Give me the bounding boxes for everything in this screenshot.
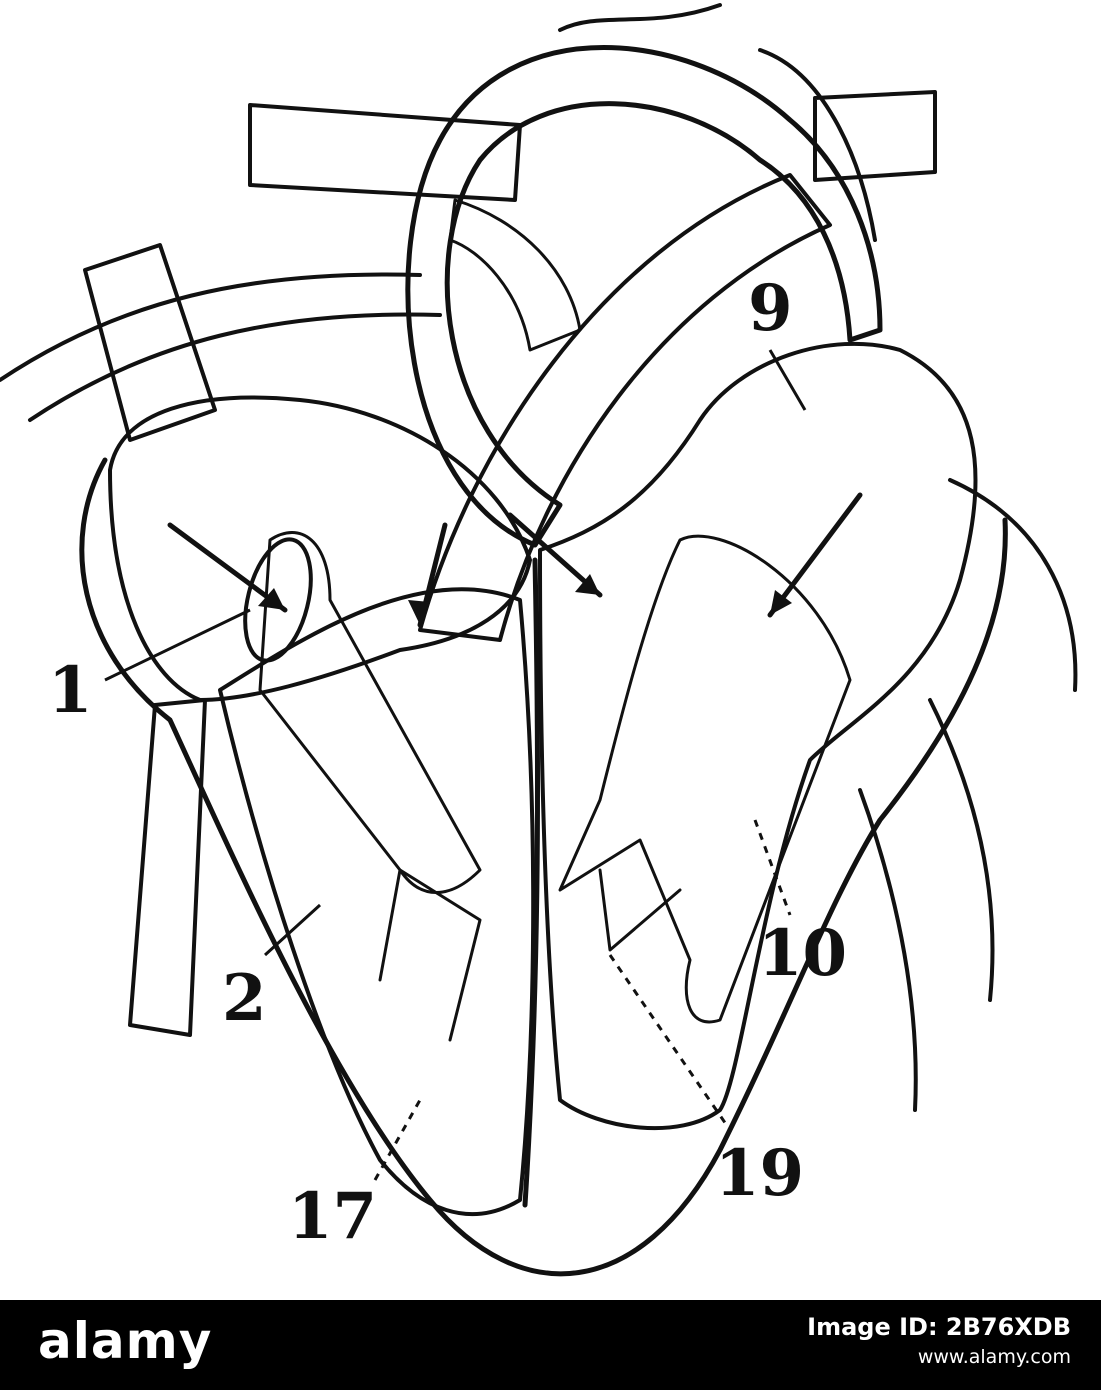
pericardium-right-1: [948, 478, 1078, 692]
aorta-top-line: [558, 3, 722, 32]
right-atrium: [108, 395, 532, 702]
pericardium-right-3: [858, 788, 918, 1112]
right-ventricle: [218, 587, 536, 1216]
pulmonary-branch-inner: [448, 198, 582, 352]
leader-1: [104, 608, 251, 682]
leader-10: [753, 819, 792, 916]
flow-arrow-aorta: [507, 512, 603, 598]
label-17: 17: [288, 1179, 377, 1254]
flow-arrow-left-atrium: [767, 492, 863, 618]
image-id-text: Image ID: 2B76XDB: [807, 1313, 1071, 1341]
left-heart-chamber: [538, 341, 978, 1131]
pulmonary-vessel-left: [248, 103, 522, 202]
superior-vena-cava: [83, 243, 217, 442]
pericardium-right-2: [928, 698, 995, 1002]
label-1: 1: [48, 653, 93, 728]
aorta-outer-line: [758, 48, 877, 242]
leader-2: [263, 903, 322, 957]
flow-arrow-pulmonary: [408, 522, 448, 628]
watermark-bar: alamy Image ID: 2B76XDB www.alamy.com: [0, 1300, 1101, 1390]
flow-arrow-right-atrium: [167, 522, 288, 613]
label-19: 19: [715, 1136, 804, 1211]
leader-19: [608, 954, 732, 1131]
pulmonary-vessel-right: [813, 90, 937, 182]
pericardium-outline: [79, 457, 1008, 1277]
aortic-arch: [405, 45, 883, 548]
tricuspid-valve: [258, 531, 482, 894]
pericardium-arc-1: [0, 272, 422, 382]
mitral-valve: [558, 534, 852, 1024]
pulmonary-artery-band: [418, 173, 832, 642]
tricuspid-orifice: [243, 537, 313, 663]
chordae-right: [378, 868, 482, 1042]
image-id-block: Image ID: 2B76XDB www.alamy.com: [807, 1312, 1071, 1372]
leader-9: [768, 349, 807, 411]
inferior-vena-cava: [128, 698, 207, 1037]
leader-17: [373, 1099, 422, 1181]
label-10: 10: [758, 916, 847, 991]
alamy-logo: alamy: [38, 1312, 213, 1370]
site-url-text: www.alamy.com: [917, 1346, 1071, 1368]
septum: [522, 557, 541, 1208]
label-2: 2: [222, 961, 267, 1036]
chordae-left: [598, 868, 682, 952]
heart-diagram: 1 2 9 10 17 19: [0, 3, 1078, 1277]
label-9: 9: [748, 271, 793, 346]
pericardium-arc-2: [28, 312, 442, 422]
